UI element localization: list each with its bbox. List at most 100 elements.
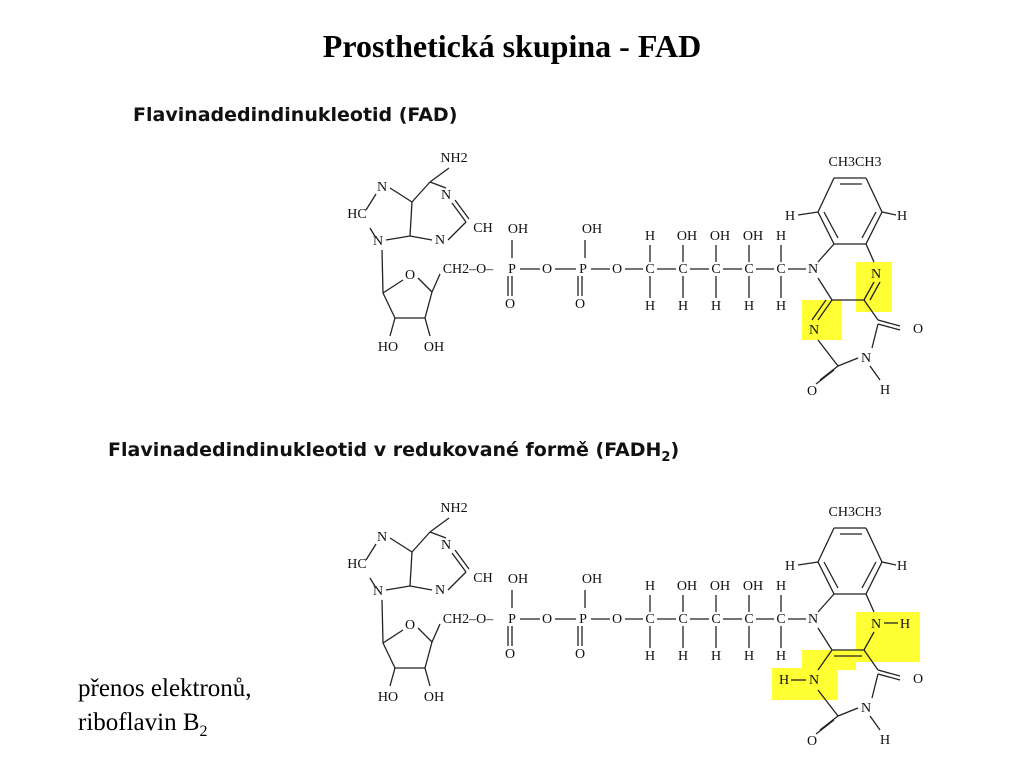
oxygen-link: O	[612, 612, 622, 627]
bond	[877, 319, 901, 327]
ribitol-h-bottom: H	[645, 649, 655, 664]
bond	[817, 277, 833, 301]
bond	[871, 323, 879, 349]
c4-oxo: O	[913, 322, 923, 337]
bond	[837, 707, 859, 717]
caption: přenos elektronů, riboflavin B2	[78, 672, 252, 749]
ring-h-right: H	[897, 209, 907, 224]
ribose-ho: HO	[378, 340, 398, 355]
ribitol-h-bottom: H	[711, 299, 721, 314]
ribitol-carbon: C	[711, 612, 720, 627]
ribitol-carbon: C	[744, 262, 753, 277]
bond	[417, 277, 433, 293]
bond	[817, 689, 839, 717]
bond	[863, 649, 879, 671]
bond	[389, 317, 396, 337]
ring-h-left: H	[785, 209, 795, 224]
adenine-n3: N	[435, 583, 445, 598]
oxygen-link: O	[612, 262, 622, 277]
bond	[817, 527, 835, 563]
adenine-n1: N	[441, 188, 451, 203]
bond	[881, 561, 897, 566]
bond	[382, 629, 404, 644]
isoalloxazine-n1: N	[809, 323, 819, 338]
p1-oxo: O	[505, 647, 515, 662]
bond	[817, 627, 833, 651]
ribitol-carbon: C	[645, 612, 654, 627]
ribitol-carbon: C	[645, 262, 654, 277]
bond	[369, 577, 377, 589]
bond	[877, 673, 901, 681]
bond	[823, 561, 839, 589]
bond	[865, 211, 883, 245]
bond	[865, 593, 875, 613]
bond	[424, 317, 431, 337]
highlight-n5-h	[856, 612, 920, 662]
p2-oh: OH	[582, 572, 602, 587]
adenine-n3: N	[435, 233, 445, 248]
adenine-n9: N	[373, 584, 383, 599]
bond	[817, 593, 835, 613]
c4-oxo: O	[913, 672, 923, 687]
p1-oxo: O	[505, 297, 515, 312]
bond	[381, 249, 384, 294]
bridge-oxygen: O	[542, 612, 552, 627]
slide-title: Prosthetická skupina - FAD	[322, 28, 702, 64]
isoalloxazine-n1: N	[809, 673, 819, 688]
ribitol-oh: OH	[710, 579, 730, 594]
ribitol-carbon: C	[776, 262, 785, 277]
bond	[451, 202, 467, 223]
fadh2-heading: Flavinadedindinukleotid v redukované for…	[108, 439, 679, 465]
bond	[865, 527, 883, 563]
ribitol-h-bottom: H	[711, 649, 721, 664]
bond	[863, 281, 875, 301]
ribose-o: O	[405, 618, 415, 633]
ribitol-oh: OH	[743, 229, 763, 244]
ribitol-carbon: C	[744, 612, 753, 627]
isoalloxazine-n5: N	[871, 617, 881, 632]
ribitol-h-top: H	[645, 229, 655, 244]
phosphorus-2: P	[579, 612, 587, 627]
bond	[877, 669, 901, 677]
bond	[431, 623, 441, 643]
bond	[817, 339, 839, 367]
bond	[865, 561, 883, 595]
bond	[424, 641, 433, 669]
ribitol-carbon: C	[678, 612, 687, 627]
ring-h-left: H	[785, 559, 795, 574]
bond	[424, 291, 433, 319]
bond	[861, 561, 877, 589]
bond	[382, 292, 396, 319]
nh2-label: NH2	[440, 151, 467, 166]
ribose-oh: OH	[424, 340, 444, 355]
bond	[815, 369, 835, 385]
bond	[389, 187, 413, 203]
ribitol-h-top: H	[776, 579, 786, 594]
dimethyl-label: CH3CH3	[829, 505, 882, 520]
bond	[389, 667, 396, 687]
ribitol-h-top: H	[776, 229, 786, 244]
p2-oxo: O	[575, 647, 585, 662]
ribitol-oh: OH	[743, 579, 763, 594]
ribitol-h-bottom: H	[678, 299, 688, 314]
bond	[382, 279, 404, 294]
ribitol-h-bottom: H	[678, 649, 688, 664]
bond	[365, 543, 377, 561]
dimethyl-label: CH3CH3	[829, 155, 882, 170]
bond	[454, 549, 470, 570]
bond	[817, 299, 833, 321]
bond	[865, 243, 875, 263]
bond	[382, 642, 396, 669]
bond	[819, 715, 839, 731]
caption-line-2-text: riboflavin B	[78, 709, 200, 736]
bond	[797, 561, 819, 566]
caption-line-1: přenos elektronů,	[78, 675, 252, 702]
bond	[863, 299, 879, 321]
bond	[409, 551, 413, 587]
ribitol-h-bottom: H	[744, 299, 754, 314]
isoalloxazine-n3: N	[861, 701, 871, 716]
bond	[429, 517, 450, 533]
c2-oxo: O	[807, 384, 817, 399]
